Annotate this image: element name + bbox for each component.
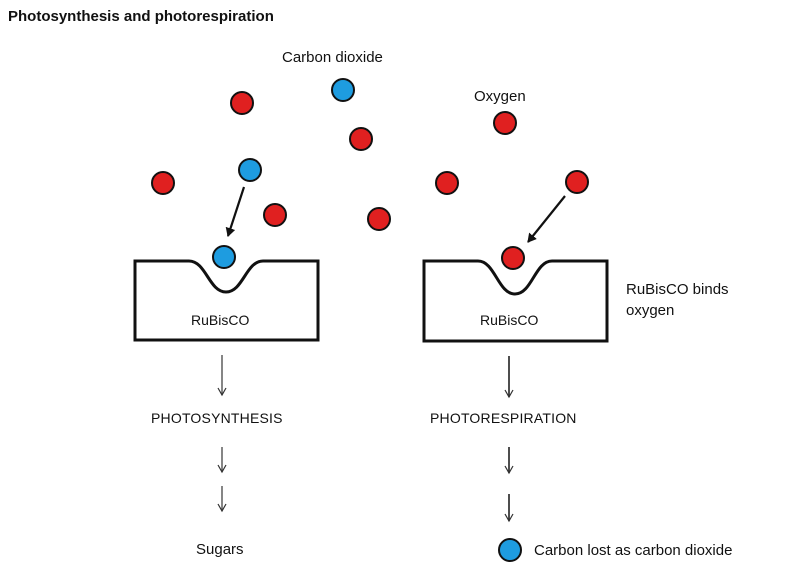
rubisco-label-right: RuBisCO xyxy=(480,312,539,328)
photosynthesis-label: PHOTOSYNTHESIS xyxy=(151,410,283,426)
co2-binding-arrow xyxy=(225,186,246,237)
o2-label: Oxygen xyxy=(474,88,526,105)
o2-molecule xyxy=(367,207,391,231)
released-co2-molecule xyxy=(498,538,522,562)
o2-binding-arrow xyxy=(527,195,566,243)
rubisco-enzyme-right xyxy=(422,259,609,343)
bound-co2-molecule xyxy=(212,245,236,269)
side-note-line1: RuBisCO binds xyxy=(626,281,729,298)
side-note-line2: oxygen xyxy=(626,302,675,319)
co2-molecule xyxy=(331,78,355,102)
photorespiration-label: PHOTORESPIRATION xyxy=(430,410,577,426)
bound-o2-molecule xyxy=(501,246,525,270)
co2-label: Carbon dioxide xyxy=(282,49,383,66)
o2-molecule xyxy=(151,171,175,195)
o2-molecule xyxy=(435,171,459,195)
o2-molecule xyxy=(230,91,254,115)
diagram-title: Photosynthesis and photorespiration xyxy=(8,8,274,25)
o2-molecule xyxy=(349,127,373,151)
o2-molecule xyxy=(565,170,589,194)
rubisco-enzyme-left xyxy=(133,259,320,342)
carbon-lost-label: Carbon lost as carbon dioxide xyxy=(534,542,733,559)
o2-molecule xyxy=(263,203,287,227)
o2-molecule xyxy=(493,111,517,135)
sugars-label: Sugars xyxy=(196,541,244,558)
rubisco-label-left: RuBisCO xyxy=(191,312,250,328)
co2-molecule xyxy=(238,158,262,182)
